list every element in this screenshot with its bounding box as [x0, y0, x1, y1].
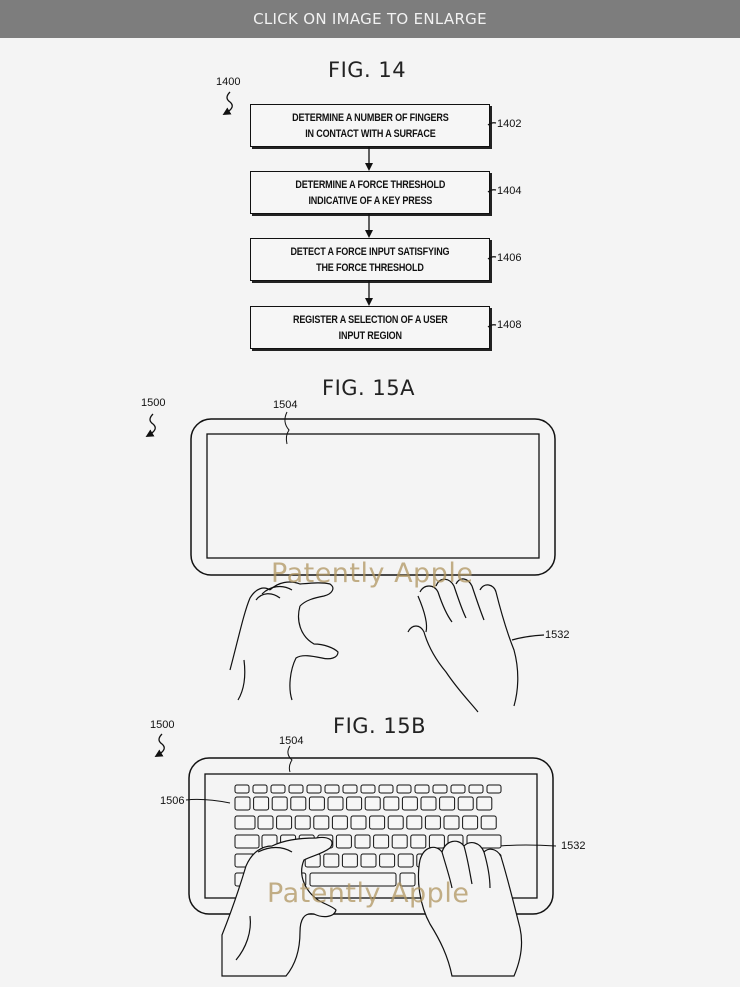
keyboard-key: [324, 784, 340, 794]
keyboard-key: [439, 796, 456, 811]
flow-step-4: REGISTER A SELECTION OF A USER INPUT REG…: [250, 306, 490, 349]
keyboard-key: [468, 784, 484, 794]
keyboard-key: [428, 834, 445, 849]
keyboard-key: [234, 815, 256, 830]
watermark-15a: Patently Apple: [271, 558, 474, 589]
keyboard-key: [410, 834, 427, 849]
fig15b-device-outline: [188, 757, 554, 915]
keyboard-key: [476, 796, 493, 811]
keyboard-key: [252, 784, 268, 794]
fig15b-hand-ref: 1532: [561, 840, 586, 852]
keyboard-key: [373, 834, 390, 849]
keyboard-key: [234, 784, 250, 794]
fig15a-title: FIG. 15A: [322, 376, 415, 400]
keyboard-key: [234, 834, 260, 849]
keyboard-key: [323, 853, 340, 868]
enlarge-banner[interactable]: CLICK ON IMAGE TO ENLARGE: [0, 0, 740, 38]
keyboard-key: [457, 796, 474, 811]
keyboard-key: [309, 872, 397, 887]
keyboard-key: [383, 796, 400, 811]
keyboard-key: [257, 815, 274, 830]
keyboard-key: [341, 853, 358, 868]
flow-step-3: DETECT A FORCE INPUT SATISFYING THE FORC…: [250, 238, 490, 281]
fig15a-device-ref: 1500: [141, 397, 166, 409]
keyboard-key: [313, 815, 330, 830]
flow-step-1: DETERMINE A NUMBER OF FINGERS IN CONTACT…: [250, 104, 490, 147]
keyboard-key: [486, 784, 502, 794]
keyboard-key: [331, 815, 348, 830]
keyboard-key: [432, 784, 448, 794]
flow-step-1-ref: 1402: [497, 118, 522, 130]
keyboard-key: [462, 815, 479, 830]
keyboard-key: [450, 784, 466, 794]
keyboard-key: [342, 784, 358, 794]
keyboard-key: [401, 796, 418, 811]
keyboard-key: [306, 784, 322, 794]
keyboard-key: [271, 796, 288, 811]
keyboard-key: [378, 784, 394, 794]
keyboard-key: [253, 796, 270, 811]
keyboard-key: [379, 853, 396, 868]
keyboard-key: [443, 815, 460, 830]
fig15a-device-outline: [190, 418, 556, 576]
keyboard-key: [399, 872, 416, 887]
flow-step-3-ref: 1406: [497, 252, 522, 264]
keyboard-key: [327, 796, 344, 811]
fig14-pointer: [222, 91, 233, 116]
keyboard-key: [360, 853, 377, 868]
keyboard-key: [354, 834, 371, 849]
keyboard-key: [346, 796, 363, 811]
keyboard-key: [308, 796, 325, 811]
fig15b-keys-ref: 1506: [160, 795, 185, 807]
fig15a-surface-ref: 1504: [273, 399, 298, 411]
keyboard-key: [369, 815, 386, 830]
keyboard-key: [350, 815, 367, 830]
fig15b-pointer: [154, 733, 165, 758]
keyboard-key: [391, 834, 408, 849]
keyboard-key: [387, 815, 404, 830]
fig15b-keyboard-surface: [204, 773, 538, 899]
fig15b-surface-ref: 1504: [279, 735, 304, 747]
fig15a-pointer: [145, 413, 156, 438]
fig15b-left-hand: [221, 836, 337, 977]
keyboard-key: [294, 815, 311, 830]
fig15b-device-ref: 1500: [150, 719, 175, 731]
fig15a-right-hand: [407, 578, 519, 713]
keyboard-key: [420, 796, 437, 811]
flow-step-2-ref: 1404: [497, 185, 522, 197]
keyboard-key: [414, 784, 430, 794]
fig15b-right-hand: [417, 840, 523, 977]
watermark-15b: Patently Apple: [267, 878, 470, 909]
keyboard-key: [424, 815, 441, 830]
keyboard-key: [270, 784, 286, 794]
keyboard-key: [480, 815, 497, 830]
fig15a-left-hand: [229, 581, 339, 701]
fig15a-hand-ref: 1532: [545, 629, 570, 641]
flow-step-2: DETERMINE A FORCE THRESHOLD INDICATIVE O…: [250, 171, 490, 214]
flow-step-4-ref: 1408: [497, 319, 522, 331]
keyboard-key: [364, 796, 381, 811]
fig14-ref: 1400: [216, 76, 241, 88]
keyboard-key: [234, 796, 251, 811]
keyboard-key: [396, 784, 412, 794]
keyboard-key: [360, 784, 376, 794]
keyboard-key: [288, 784, 304, 794]
fig15a-display: [206, 433, 540, 559]
fig14-title: FIG. 14: [328, 58, 407, 82]
keyboard-key: [397, 853, 414, 868]
keyboard-key: [406, 815, 423, 830]
keyboard-key: [290, 796, 307, 811]
keyboard-key: [276, 815, 293, 830]
keyboard-key: [335, 834, 352, 849]
fig15b-title: FIG. 15B: [333, 714, 427, 738]
